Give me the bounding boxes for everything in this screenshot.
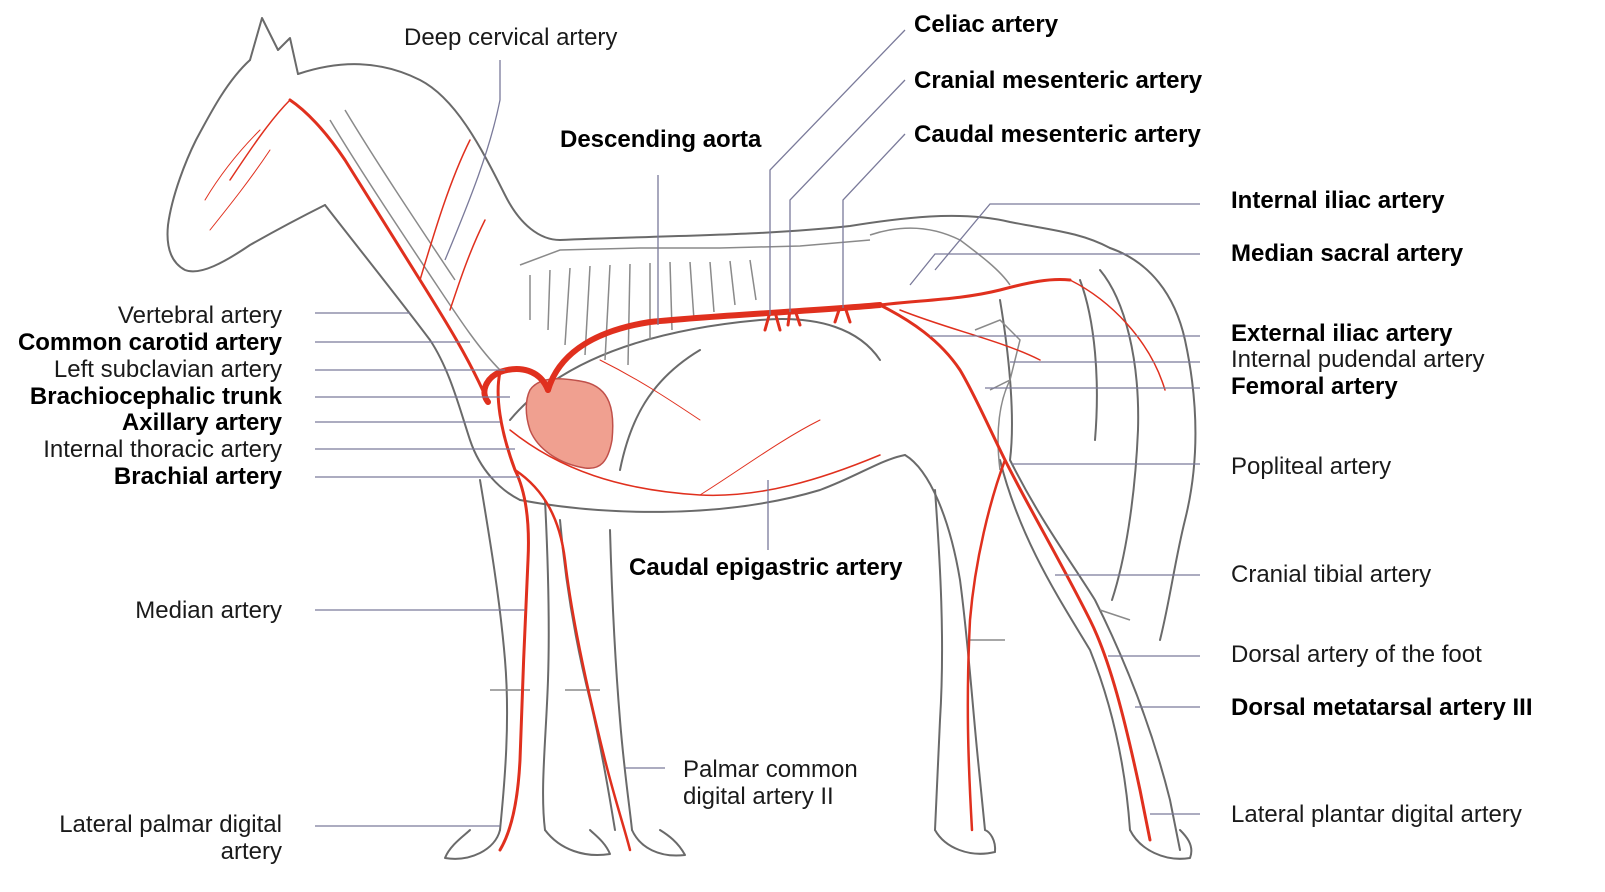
label-palmar-common-line2: digital artery II (683, 783, 858, 810)
label-left-subclavian-artery: Left subclavian artery (54, 356, 282, 383)
label-median-artery: Median artery (135, 597, 282, 624)
label-brachial-artery: Brachial artery (114, 463, 282, 490)
label-internal-pudendal-artery: Internal pudendal artery (1231, 346, 1485, 373)
label-lateral-palmar-line1: Lateral palmar digital (59, 811, 282, 838)
label-caudal-epigastric-artery: Caudal epigastric artery (629, 554, 902, 581)
leader-caudal-mesenteric (843, 134, 905, 308)
label-celiac-artery: Celiac artery (914, 11, 1058, 38)
label-deep-cervical-artery: Deep cervical artery (404, 24, 617, 51)
label-vertebral-artery: Vertebral artery (118, 302, 282, 329)
leader-internal-iliac (935, 204, 1200, 270)
label-descending-aorta: Descending aorta (560, 126, 761, 153)
label-palmar-common-line1: Palmar common (683, 756, 858, 783)
label-femoral-artery: Femoral artery (1231, 373, 1398, 400)
label-lateral-palmar-line2: artery (59, 838, 282, 865)
label-axillary-artery: Axillary artery (122, 409, 282, 436)
label-caudal-mesenteric-artery: Caudal mesenteric artery (914, 121, 1201, 148)
leader-deep-cervical (445, 60, 500, 260)
label-cranial-mesenteric-artery: Cranial mesenteric artery (914, 67, 1202, 94)
label-internal-iliac-artery: Internal iliac artery (1231, 187, 1444, 214)
skeleton (330, 110, 1130, 690)
label-common-carotid-artery: Common carotid artery (18, 329, 282, 356)
label-popliteal-artery: Popliteal artery (1231, 453, 1391, 480)
label-internal-thoracic-artery: Internal thoracic artery (43, 436, 282, 463)
label-lateral-plantar-digital-artery: Lateral plantar digital artery (1231, 801, 1522, 828)
heart (526, 379, 613, 469)
label-dorsal-artery-of-the-foot: Dorsal artery of the foot (1231, 641, 1482, 668)
label-dorsal-metatarsal-artery-iii: Dorsal metatarsal artery III (1231, 694, 1533, 721)
label-cranial-tibial-artery: Cranial tibial artery (1231, 561, 1431, 588)
arterial-system (205, 100, 1165, 850)
label-palmar-common-digital-artery-ii: Palmar common digital artery II (683, 756, 858, 810)
label-external-iliac-artery: External iliac artery (1231, 320, 1452, 347)
label-lateral-palmar-digital-artery: Lateral palmar digital artery (59, 811, 282, 865)
label-median-sacral-artery: Median sacral artery (1231, 240, 1463, 267)
label-brachiocephalic-trunk: Brachiocephalic trunk (30, 383, 282, 410)
